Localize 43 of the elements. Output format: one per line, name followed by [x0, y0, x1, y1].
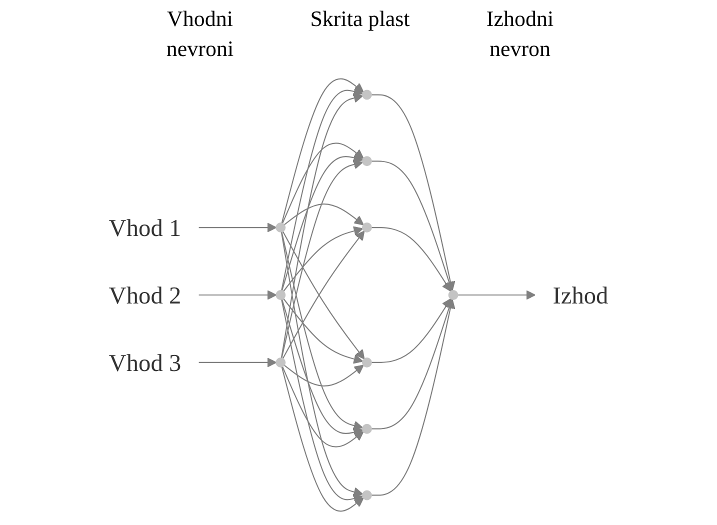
arrow [282, 226, 364, 292]
column-heading: Skrita plast [309, 5, 411, 33]
node-circle [276, 290, 286, 300]
arrow [281, 232, 364, 430]
node-circle [276, 358, 286, 368]
arrow [281, 299, 364, 504]
node-circle [362, 90, 372, 100]
node-circle [362, 222, 372, 232]
arrow [282, 366, 364, 448]
arrow [371, 226, 452, 292]
arrow [284, 364, 364, 386]
arrow [281, 78, 364, 224]
node-circle [448, 290, 458, 300]
node-text: Izhod [552, 281, 608, 309]
arrow [281, 86, 364, 291]
node-text: Vhod 1 [108, 214, 182, 242]
node-circle [362, 424, 372, 434]
arrow [371, 298, 454, 430]
arrow [371, 298, 452, 364]
node-circle [362, 490, 372, 500]
column-heading: Vhodni nevroni [165, 5, 235, 63]
arrow [281, 160, 364, 358]
arrow [458, 290, 536, 300]
arrow [281, 153, 364, 291]
arrow [282, 142, 364, 224]
arrow [198, 358, 277, 368]
node-text: Vhod 2 [108, 281, 182, 309]
column-heading: Izhodni nevron [485, 5, 555, 63]
arrow [284, 204, 364, 226]
arrow [280, 93, 364, 358]
arrow [282, 298, 364, 364]
arrow [198, 290, 277, 300]
arrow [280, 232, 364, 497]
node-circle [362, 358, 372, 368]
node-circle [362, 156, 372, 166]
arrow [198, 222, 277, 232]
node-text: Vhod 3 [108, 348, 182, 376]
arrow [371, 160, 454, 292]
arrow [371, 94, 456, 292]
arrow [281, 366, 364, 512]
arrow [371, 298, 456, 496]
arrow [281, 299, 364, 437]
node-circle [276, 222, 286, 232]
